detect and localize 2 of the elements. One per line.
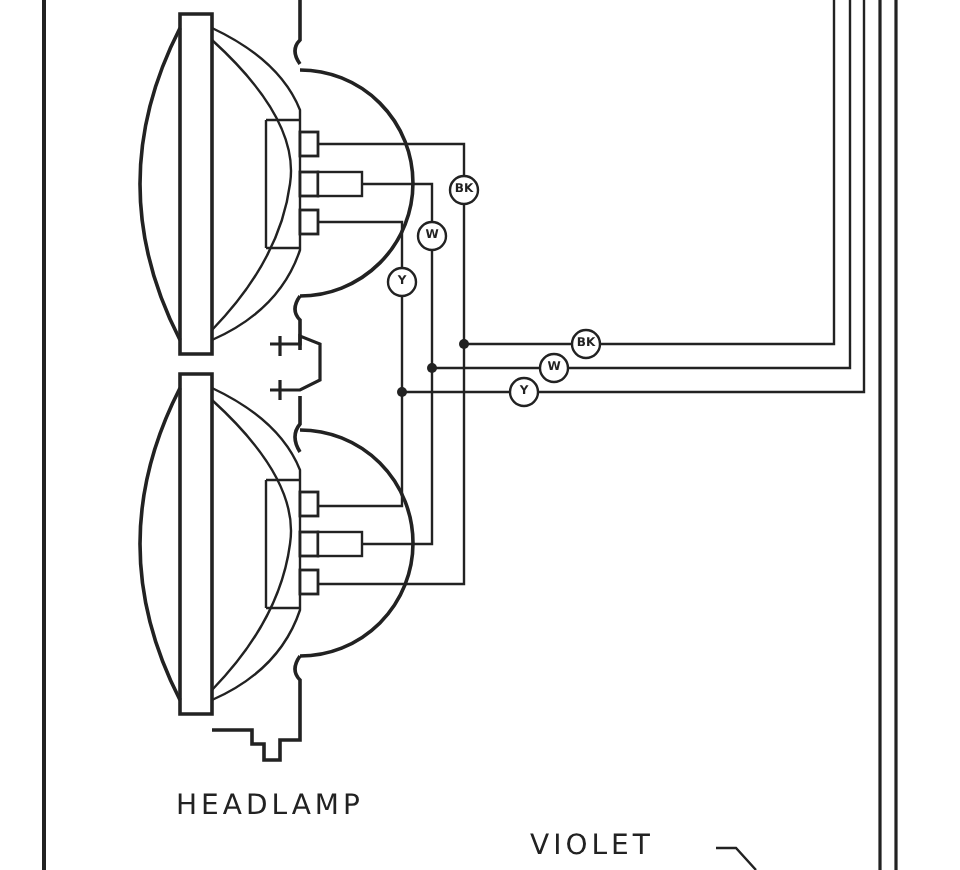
part-label: HEADLAMP — [176, 792, 364, 820]
part-label: VIOLET — [530, 832, 654, 860]
